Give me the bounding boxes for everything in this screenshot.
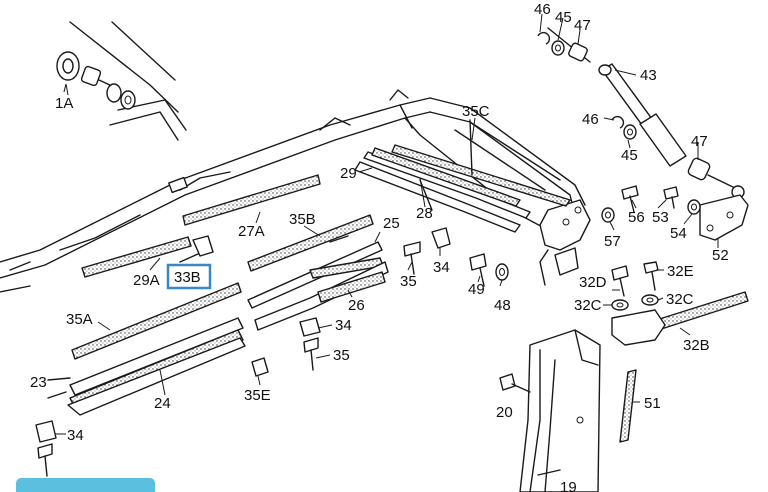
- label-32d: 32D: [579, 274, 607, 291]
- label-35c: 35C: [462, 103, 490, 120]
- label-1a: 1A: [55, 95, 73, 112]
- footer-tab[interactable]: [16, 478, 155, 492]
- label-32b: 32B: [683, 337, 710, 354]
- inset-1a: [56, 21, 187, 141]
- body-panel-19: [499, 329, 637, 492]
- bracket-32b: [611, 261, 749, 346]
- label-47: 47: [691, 133, 708, 150]
- label-35e: 35E: [244, 387, 271, 404]
- label-53: 53: [652, 209, 669, 226]
- label-29: 29: [340, 165, 357, 182]
- part-labels: 46 45 47 43 46 45 47 1A 35C 29 28 27A 29…: [30, 1, 729, 492]
- fasteners: [35, 227, 509, 477]
- label-32e: 32E: [667, 263, 694, 280]
- label-26: 26: [348, 297, 365, 314]
- label-57: 57: [604, 233, 621, 250]
- label-51: 51: [644, 395, 661, 412]
- label-45: 45: [555, 9, 572, 26]
- leader-lines: [55, 13, 719, 435]
- label-35b: 35B: [289, 211, 316, 228]
- gas-strut-43: [537, 27, 745, 199]
- label-35a: 35A: [66, 311, 93, 328]
- highlight-33b: [166, 263, 212, 290]
- seal-strips-center: [247, 214, 389, 331]
- label-24: 24: [154, 395, 171, 412]
- label-32c: 32C: [574, 297, 602, 314]
- label-46: 46: [534, 1, 551, 18]
- label-33b: 33B: [174, 269, 201, 286]
- label-27a: 27A: [238, 223, 265, 240]
- label-34: 34: [335, 317, 352, 334]
- label-54: 54: [670, 225, 687, 242]
- label-23: 23: [30, 374, 47, 391]
- hinge-bracket-52: [601, 185, 749, 241]
- label-29a: 29A: [133, 272, 160, 289]
- label-43: 43: [640, 67, 657, 84]
- label-47: 47: [574, 17, 591, 34]
- label-48: 48: [494, 297, 511, 314]
- label-32c: 32C: [666, 291, 694, 308]
- label-56: 56: [628, 209, 645, 226]
- label-34: 34: [67, 427, 84, 444]
- label-34: 34: [433, 259, 450, 276]
- label-35: 35: [400, 273, 417, 290]
- seal-strips-left: [81, 174, 321, 278]
- label-49: 49: [468, 281, 485, 298]
- label-46: 46: [582, 111, 599, 128]
- rail-assembly-28-29: [354, 119, 571, 233]
- seal-strips-lower: [47, 282, 246, 416]
- label-35: 35: [333, 347, 350, 364]
- label-19: 19: [560, 479, 577, 492]
- label-45: 45: [621, 147, 638, 164]
- label-20: 20: [496, 404, 513, 421]
- label-28: 28: [416, 205, 433, 222]
- label-52: 52: [712, 247, 729, 264]
- roof-frame: [0, 89, 591, 293]
- label-25: 25: [383, 215, 400, 232]
